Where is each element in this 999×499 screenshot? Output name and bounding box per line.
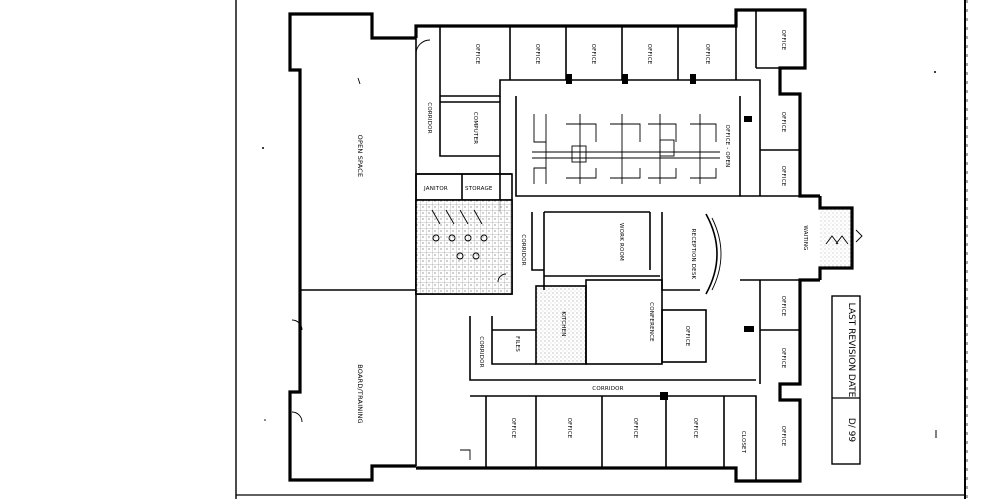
south-offices — [460, 316, 757, 481]
label-office-center: OFFICE — [684, 326, 690, 347]
label-corridor-south: CORRIDOR — [592, 386, 623, 392]
label-computer: COMPUTER — [472, 112, 478, 145]
label-office-se1: OFFICE — [780, 296, 786, 317]
label-open-space: OPEN SPACE — [356, 135, 364, 178]
north-offices — [439, 10, 780, 97]
label-office-1: OFFICE — [474, 44, 480, 65]
label-corridor-mid: CORRIDOR — [520, 234, 526, 265]
room-labels: OFFICE OFFICE OFFICE OFFICE OFFICE OFFIC… — [356, 30, 808, 454]
label-board-training: BOARD/TRAINING — [356, 364, 364, 424]
label-office-4: OFFICE — [646, 44, 652, 65]
label-office-open: OFFICE - OPEN — [724, 125, 730, 168]
label-office-b2: OFFICE — [566, 418, 572, 439]
label-office-b1: OFFICE — [510, 418, 516, 439]
label-corridor-north: CORRIDOR — [426, 102, 432, 133]
restroom-core — [415, 173, 513, 295]
waiting-area — [820, 208, 863, 268]
label-office-se2: OFFICE — [780, 348, 786, 369]
label-kitchen: KITCHEN — [560, 311, 566, 336]
label-office-b5: OFFICE — [780, 426, 786, 447]
sheet-frame — [235, 0, 968, 499]
label-office-e1: OFFICE — [780, 112, 786, 133]
label-closet: CLOSET — [740, 431, 746, 454]
label-janitor: JANITOR — [423, 186, 448, 192]
label-corridor-west: CORRIDOR — [478, 336, 484, 367]
scan-marks — [262, 71, 937, 438]
open-office-workstations — [515, 96, 741, 197]
revision-date: D/ 99 — [846, 418, 856, 443]
label-office-b3: OFFICE — [632, 418, 638, 439]
label-office-ne: OFFICE — [780, 30, 786, 51]
label-office-2: OFFICE — [534, 44, 540, 65]
label-office-5: OFFICE — [704, 44, 710, 65]
revision-label: LAST REVISION DATE — [846, 303, 856, 398]
label-office-e2: OFFICE — [780, 166, 786, 187]
label-storage: STORAGE — [465, 186, 493, 192]
label-reception-desk: RECEPTION DESK — [690, 229, 696, 280]
east-offices — [740, 96, 820, 384]
kitchen-conference — [491, 279, 707, 365]
label-office-3: OFFICE — [590, 44, 596, 65]
revision-block: LAST REVISION DATE D/ 99 — [831, 295, 861, 465]
label-waiting: WAITING — [802, 225, 808, 250]
label-office-b4: OFFICE — [692, 418, 698, 439]
label-conference: CONFERENCE — [648, 302, 654, 342]
label-files: FILES — [514, 336, 520, 352]
label-work-room: WORK ROOM — [618, 223, 624, 261]
